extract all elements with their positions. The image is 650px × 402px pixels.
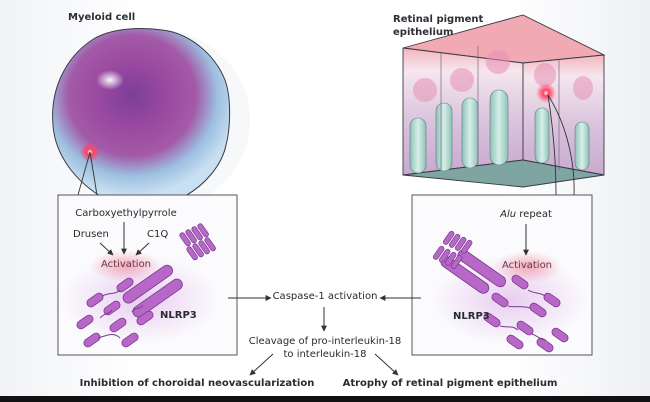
outcome-inhibition: Inhibition of choroidal neovascularizati…	[79, 378, 315, 389]
rpe-title: Retinal pigment epithelium	[393, 13, 483, 39]
right-activation-label: Activation	[501, 260, 553, 271]
left-activation-label: Activation	[100, 259, 152, 270]
cleavage-line2: to interleukin-18	[283, 349, 367, 360]
left-nlrp3-label: NLRP3	[160, 310, 197, 321]
rpe-block-illustration	[402, 14, 606, 196]
cleavage-label: Cleavage of pro-interleukin-18 to interl…	[249, 335, 402, 361]
myeloid-cell-illustration	[52, 28, 250, 212]
right-nlrp3-label: NLRP3	[453, 311, 490, 322]
c1q-label: C1Q	[147, 229, 169, 240]
cleavage-line1: Cleavage of pro-interleukin-18	[248, 336, 402, 347]
rpe-title-line1: Retinal pigment	[393, 14, 484, 25]
myeloid-cell-title: Myeloid cell	[68, 12, 136, 23]
flow-arrows	[228, 295, 421, 376]
repeat-text: repeat	[516, 209, 552, 220]
alu-italic: Alu	[500, 209, 517, 220]
drusen-label: Drusen	[73, 229, 109, 240]
rpe-title-line2: epithelium	[393, 27, 454, 38]
arrow-to-inhibition	[249, 353, 274, 376]
left-input-arrows	[99, 222, 150, 256]
alu-repeat-label: Alu repeat	[500, 209, 552, 220]
arrow-to-atrophy	[374, 353, 399, 376]
outcome-atrophy: Atrophy of retinal pigment epithelium	[342, 378, 558, 389]
nlrp3-protein-right	[430, 230, 590, 354]
nlrp3-protein-left	[60, 223, 220, 349]
caspase-activation-label: Caspase-1 activation	[272, 291, 378, 302]
carboxyethylpyrrole-label: Carboxyethylpyrrole	[75, 208, 177, 219]
